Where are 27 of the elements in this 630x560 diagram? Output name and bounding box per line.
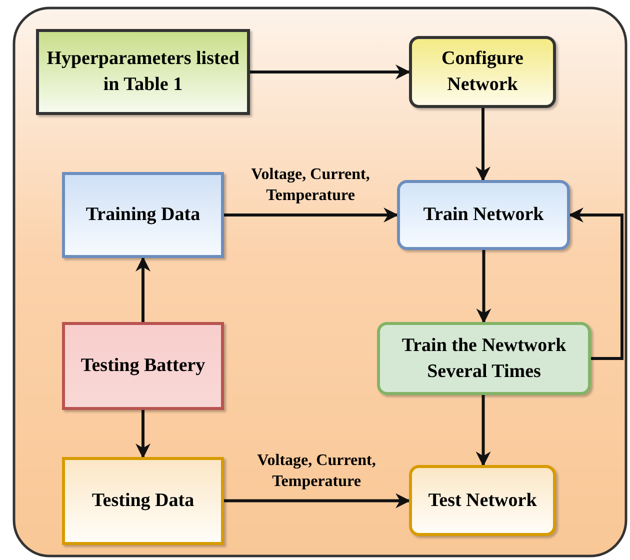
arrow: [136, 410, 150, 458]
node-label: Test Network: [427, 488, 538, 513]
arrow: [224, 493, 410, 508]
data-box: [62, 457, 224, 545]
process-box: [377, 322, 591, 395]
input-box: [36, 29, 250, 115]
process-box: [409, 36, 556, 108]
arrow: [476, 108, 490, 182]
edge-label: Voltage, Current, Temperature: [250, 165, 371, 206]
arrow: [476, 250, 492, 324]
node-label: Testing Battery: [80, 354, 206, 378]
node-label: Testing Data: [90, 489, 196, 514]
node-label: Train the Newtwork Several Times: [400, 334, 568, 384]
process-box: [409, 465, 556, 536]
node-label: Configure Network: [440, 47, 524, 97]
arrow: [224, 208, 398, 222]
arrow: [476, 395, 491, 466]
arrow: [136, 256, 150, 322]
node-label: Hyperparameters listed in Table 1: [46, 47, 240, 97]
arrow: [250, 64, 410, 80]
edge-label: Voltage, Current, Temperature: [256, 450, 377, 492]
node-label: Training Data: [84, 203, 202, 228]
source-box: [62, 322, 224, 410]
node-label: Train Network: [422, 203, 545, 228]
arrow: [568, 208, 624, 360]
process-box: [397, 180, 570, 250]
data-box: [62, 172, 224, 258]
